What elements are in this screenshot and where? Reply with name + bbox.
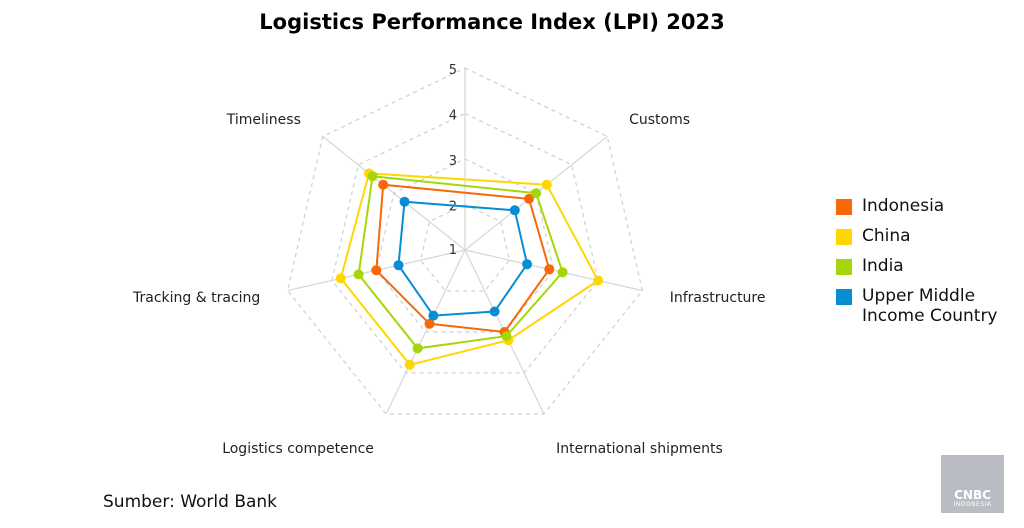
- axis-label-2: International shipments: [556, 441, 723, 457]
- logo-text: CNBC: [954, 488, 991, 502]
- axis-label-1: Infrastructure: [670, 290, 766, 306]
- series-point-2-3[interactable]: [412, 343, 423, 354]
- series-point-0-5[interactable]: [378, 179, 389, 190]
- axis-label-4: Tracking & tracing: [132, 290, 260, 306]
- spoke-6: [322, 136, 466, 251]
- tick-label-3: 3: [449, 154, 457, 169]
- series-point-0-1[interactable]: [544, 264, 555, 275]
- series-point-2-0[interactable]: [531, 188, 542, 199]
- legend-label-0: Indonesia: [862, 196, 945, 216]
- series-point-1-3[interactable]: [404, 359, 415, 370]
- legend-label-3: Upper Middle Income Country: [862, 286, 998, 326]
- legend-item-2[interactable]: India: [836, 256, 1016, 276]
- series-point-2-4[interactable]: [353, 269, 364, 280]
- radar-grid: 1 2 3 4 5: [286, 63, 644, 415]
- series-point-3-0[interactable]: [509, 205, 520, 216]
- cnbc-logo: CNBC INDONESIA: [941, 455, 1004, 513]
- axis-label-3: Logistics competence: [222, 441, 374, 457]
- source-note: Sumber: World Bank: [103, 492, 278, 512]
- axis-label-0: Customs: [629, 112, 690, 128]
- tick-label-4: 4: [449, 109, 457, 124]
- logo-subtext: INDONESIA: [953, 501, 992, 508]
- grid-ring-2: [419, 203, 511, 292]
- legend-swatch-1: [836, 229, 852, 245]
- legend-swatch-0: [836, 199, 852, 215]
- tick-label-1: 1: [449, 243, 457, 258]
- series-point-2-5[interactable]: [367, 171, 378, 182]
- series-point-3-1[interactable]: [522, 259, 533, 270]
- series-point-2-2[interactable]: [501, 331, 512, 342]
- legend-item-3[interactable]: Upper Middle Income Country: [836, 286, 1016, 326]
- legend-swatch-2: [836, 259, 852, 275]
- grid-ring-4: [331, 112, 599, 374]
- legend-item-1[interactable]: China: [836, 226, 1016, 246]
- chart-title: Logistics Performance Index (LPI) 2023: [259, 10, 725, 34]
- series-point-0-0[interactable]: [524, 193, 534, 204]
- spoke-4: [385, 249, 466, 415]
- legend-label-1: China: [862, 226, 911, 246]
- series-point-3-3[interactable]: [428, 310, 439, 321]
- legend-swatch-3: [836, 289, 852, 305]
- legend-item-0[interactable]: Indonesia: [836, 196, 1016, 216]
- series-point-3-4[interactable]: [393, 260, 404, 271]
- series-line-3: [397, 200, 529, 317]
- radar-series: [335, 168, 604, 370]
- series-point-3-2[interactable]: [489, 306, 500, 317]
- axis-label-5: Timeliness: [226, 112, 301, 128]
- legend-label-2: India: [862, 256, 904, 276]
- series-point-3-5[interactable]: [399, 196, 410, 207]
- series-point-1-4[interactable]: [335, 273, 346, 284]
- tick-label-2: 2: [449, 200, 457, 215]
- series-point-1-0[interactable]: [541, 179, 552, 190]
- grid-ring-5: [286, 67, 644, 415]
- tick-label-5: 5: [449, 63, 457, 78]
- series-point-1-1[interactable]: [593, 275, 604, 286]
- series-point-0-3[interactable]: [424, 318, 435, 329]
- series-point-2-1[interactable]: [557, 267, 568, 278]
- series-point-0-4[interactable]: [371, 265, 382, 276]
